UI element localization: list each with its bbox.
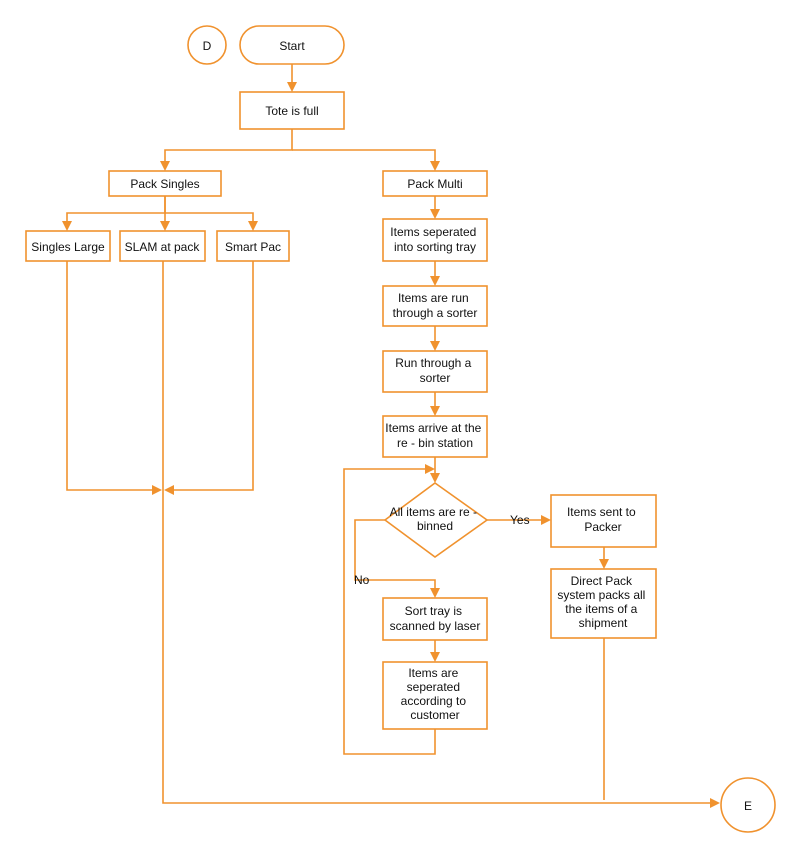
- edge-packsingles-branch: [62, 196, 166, 231]
- node-laser-scan: Sort tray is scanned by laser: [382, 597, 488, 641]
- node-run-through-sorter: Run through a sorter: [382, 350, 488, 393]
- connector-d-label: D: [203, 39, 212, 53]
- node-decision-rebinned: All items are re - binned: [383, 482, 489, 558]
- separated-customer-label: Items are seperated according to custome…: [401, 666, 470, 722]
- edge-decision-no: [354, 519, 440, 598]
- decision-rebinned-label: All items are re - binned: [390, 505, 481, 533]
- pack-singles-label: Pack Singles: [130, 177, 199, 191]
- edge-tote-packmulti: [292, 149, 440, 171]
- node-connector-e: E: [720, 777, 776, 833]
- node-separated-customer: Items are seperated according to custome…: [382, 661, 488, 730]
- edge-loop-back: [343, 464, 436, 755]
- tote-full-label: Tote is full: [265, 104, 318, 118]
- pack-multi-label: Pack Multi: [407, 177, 462, 191]
- node-run-sorter: Items are run through a sorter: [382, 285, 488, 327]
- node-pack-singles: Pack Singles: [108, 170, 222, 197]
- node-tote-full: Tote is full: [239, 91, 345, 130]
- connector-e-label: E: [744, 799, 752, 813]
- edges: [62, 64, 720, 808]
- direct-pack-label: Direct Pack system packs all the items o…: [557, 574, 648, 630]
- edge-slam-to-e: [162, 261, 720, 808]
- smart-pac-label: Smart Pac: [225, 240, 281, 254]
- sorting-tray-label: Items seperated into sorting tray: [390, 225, 479, 254]
- node-slam-at-pack: SLAM at pack: [119, 230, 206, 262]
- node-start: Start: [239, 25, 345, 65]
- edge-singleslarge-merge: [66, 261, 162, 495]
- singles-large-label: Singles Large: [31, 240, 105, 254]
- edge-label-no: No: [354, 573, 370, 587]
- run-sorter-label: Items are run through a sorter: [393, 291, 478, 320]
- sent-to-packer-label: Items sent to Packer: [567, 505, 639, 534]
- edge-smartpac-merge: [164, 261, 254, 495]
- node-connector-d: D: [187, 25, 227, 65]
- node-sorting-tray: Items seperated into sorting tray: [382, 218, 488, 262]
- node-direct-pack: Direct Pack system packs all the items o…: [550, 568, 657, 639]
- laser-scan-label: Sort tray is scanned by laser: [390, 604, 481, 633]
- slam-at-pack-label: SLAM at pack: [125, 240, 201, 254]
- edge-label-yes: Yes: [510, 513, 530, 527]
- edge-tote-branch: [160, 129, 293, 171]
- node-singles-large: Singles Large: [25, 230, 111, 262]
- node-rebin-station: Items arrive at the re - bin station: [382, 415, 488, 458]
- rebin-station-label: Items arrive at the re - bin station: [385, 421, 484, 450]
- start-label: Start: [279, 39, 305, 53]
- node-sent-to-packer: Items sent to Packer: [550, 494, 657, 548]
- node-pack-multi: Pack Multi: [382, 170, 488, 197]
- run-through-sorter-label: Run through a sorter: [395, 356, 474, 385]
- node-smart-pac: Smart Pac: [216, 230, 290, 262]
- edge-packsingles-smartpac: [165, 212, 258, 231]
